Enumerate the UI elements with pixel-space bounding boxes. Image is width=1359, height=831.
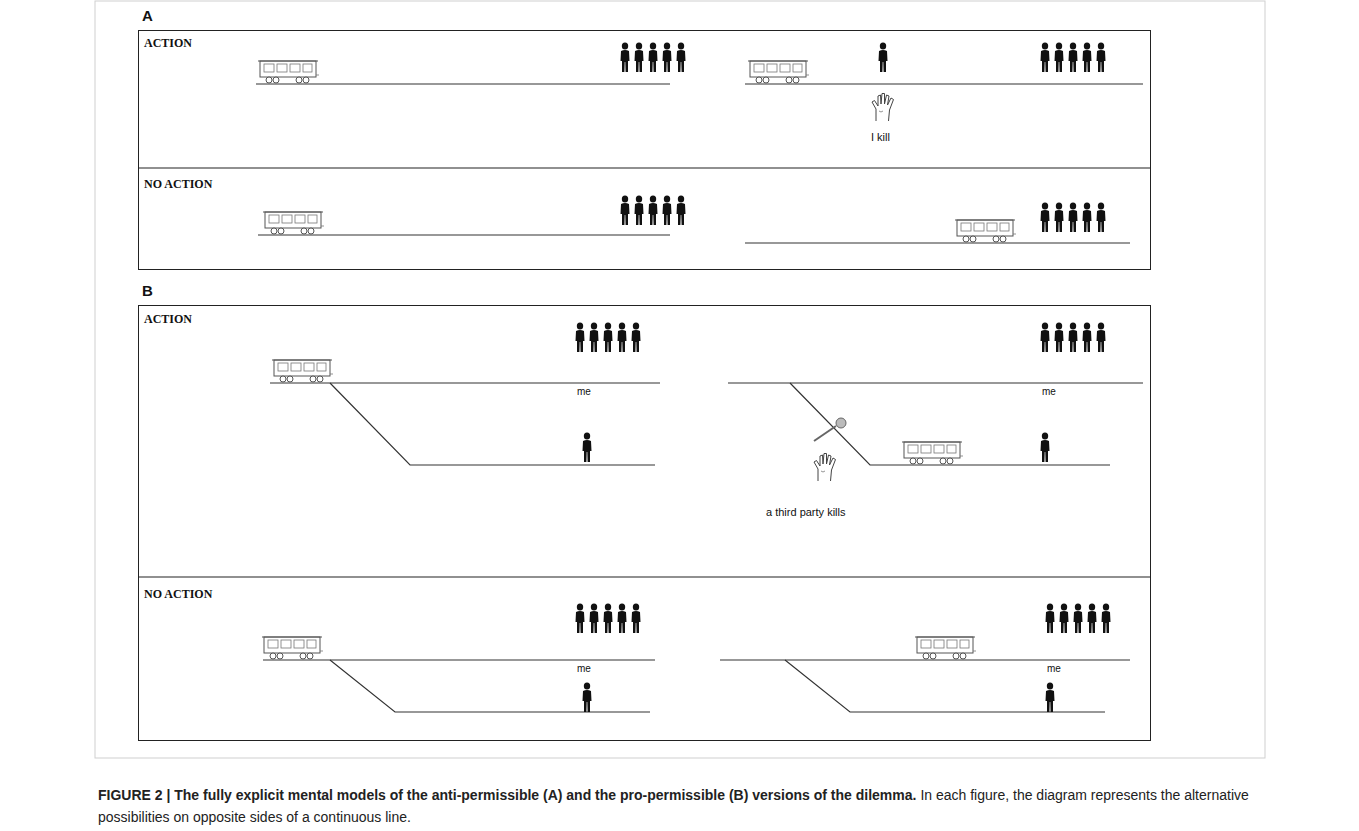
row-heading: NO ACTION (144, 177, 212, 192)
self-marker: me (1042, 386, 1056, 397)
action-note: a third party kills (766, 506, 845, 518)
figure-caption: FIGURE 2 | The fully explicit mental mod… (98, 787, 916, 803)
self-marker: me (577, 386, 591, 397)
self-marker: me (1047, 663, 1061, 674)
row-heading: ACTION (144, 312, 192, 327)
panel-letter: A (142, 7, 153, 24)
caption-block: FIGURE 2 | The fully explicit mental mod… (98, 784, 1266, 828)
action-note: I kill (871, 131, 890, 143)
row-heading: ACTION (144, 36, 192, 51)
row-heading: NO ACTION (144, 587, 212, 602)
panel-frame: BACTIONmemea third party killsNO ACTIONm… (138, 305, 1151, 741)
panel-letter: B (142, 282, 153, 299)
panel-frame: AACTIONI killNO ACTION (138, 30, 1151, 270)
self-marker: me (577, 663, 591, 674)
